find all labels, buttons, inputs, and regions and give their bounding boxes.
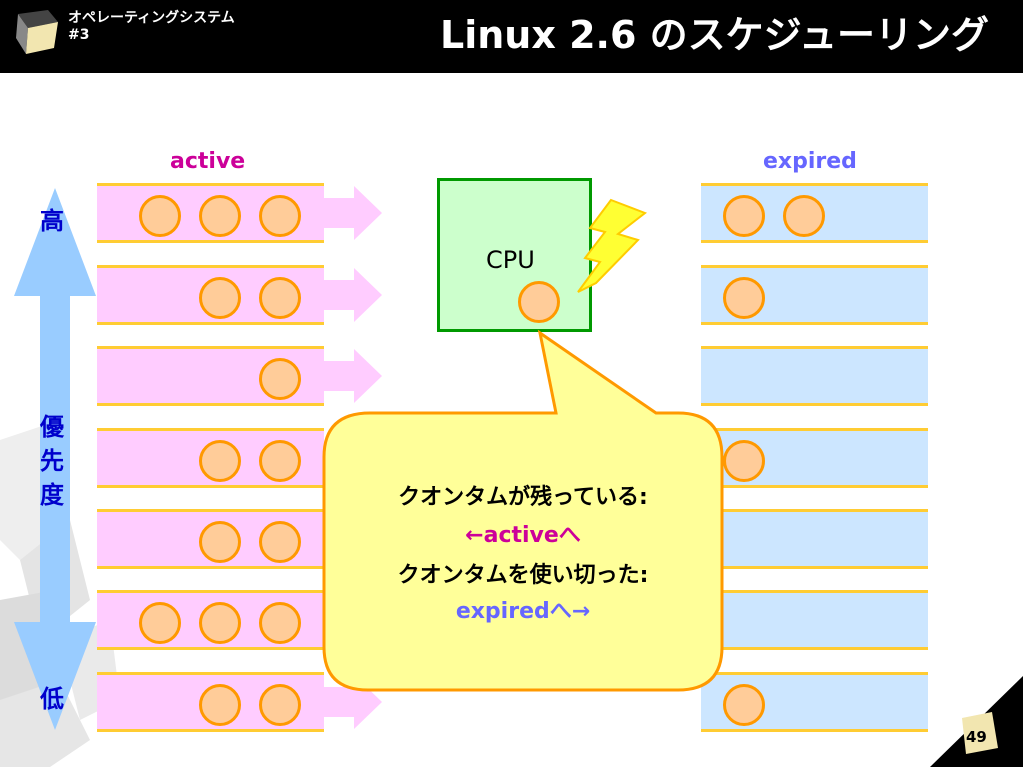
row-rule [97, 403, 324, 406]
row-rule [97, 322, 324, 325]
row-arrow-right-icon [324, 268, 382, 322]
row-rule [701, 729, 928, 732]
row-rule [97, 183, 324, 186]
process-circle [783, 195, 825, 237]
process-circle [259, 521, 301, 563]
running-process [518, 281, 560, 323]
process-circle [723, 684, 765, 726]
priority-axis-char: 先 [40, 447, 64, 475]
process-circle [259, 277, 301, 319]
slide-header: オペレーティングシステム #3 Linux 2.6 のスケジューリング [0, 0, 1023, 73]
cube-logo-icon [16, 10, 58, 54]
page-number: 49 [966, 728, 987, 746]
cpu-box [437, 178, 592, 332]
priority-axis-char: 度 [40, 481, 64, 509]
row-rule [701, 672, 928, 675]
course-number: #3 [68, 27, 90, 43]
row-rule [97, 346, 324, 349]
process-circle [199, 684, 241, 726]
active-queue-label: active [170, 149, 246, 174]
process-circle [139, 195, 181, 237]
row-rule [97, 240, 324, 243]
slide-title: Linux 2.6 のスケジューリング [440, 13, 989, 57]
course-title: オペレーティングシステム [68, 10, 235, 26]
row-arrow-right-icon [324, 349, 382, 403]
row-rule [97, 672, 324, 675]
row-rule [97, 647, 324, 650]
process-circle [259, 195, 301, 237]
process-circle [199, 602, 241, 644]
cpu-label: CPU [486, 246, 535, 274]
callout-line-to-active: ←activeへ [465, 523, 581, 548]
process-circle [259, 440, 301, 482]
priority-axis-char: 優 [40, 413, 64, 441]
priority-low-label: 低 [40, 685, 64, 713]
row-rule [701, 403, 928, 406]
process-circle [199, 277, 241, 319]
row-rule [97, 428, 324, 431]
process-circle [723, 195, 765, 237]
row-rule [701, 240, 928, 243]
expired-priority-row [701, 346, 928, 406]
process-circle [259, 684, 301, 726]
row-rule [97, 485, 324, 488]
process-circle [723, 440, 765, 482]
row-rule [701, 183, 928, 186]
row-rule [701, 647, 928, 650]
expired-priority-row [701, 590, 928, 650]
row-rule [97, 265, 324, 268]
process-circle [139, 602, 181, 644]
row-rule [97, 590, 324, 593]
row-rule [701, 485, 928, 488]
row-rule [701, 566, 928, 569]
callout-line-quantum-remaining: クオンタムが残っている: [398, 485, 648, 510]
row-arrow-right-icon [324, 186, 382, 240]
row-rule [701, 428, 928, 431]
row-rule [97, 566, 324, 569]
row-rule [701, 322, 928, 325]
process-circle [259, 358, 301, 400]
expired-priority-row [701, 509, 928, 569]
row-rule [701, 265, 928, 268]
row-rule [701, 509, 928, 512]
process-circle [723, 277, 765, 319]
row-rule [701, 590, 928, 593]
process-circle [259, 602, 301, 644]
expired-queue-label: expired [763, 149, 857, 174]
callout-line-to-expired: expiredへ→ [455, 599, 591, 624]
priority-high-label: 高 [40, 207, 64, 235]
row-rule [97, 729, 324, 732]
row-rule [701, 346, 928, 349]
process-circle [199, 440, 241, 482]
row-rule [97, 509, 324, 512]
callout-line-quantum-used: クオンタムを使い切った: [397, 563, 649, 588]
process-circle [199, 521, 241, 563]
process-circle [199, 195, 241, 237]
